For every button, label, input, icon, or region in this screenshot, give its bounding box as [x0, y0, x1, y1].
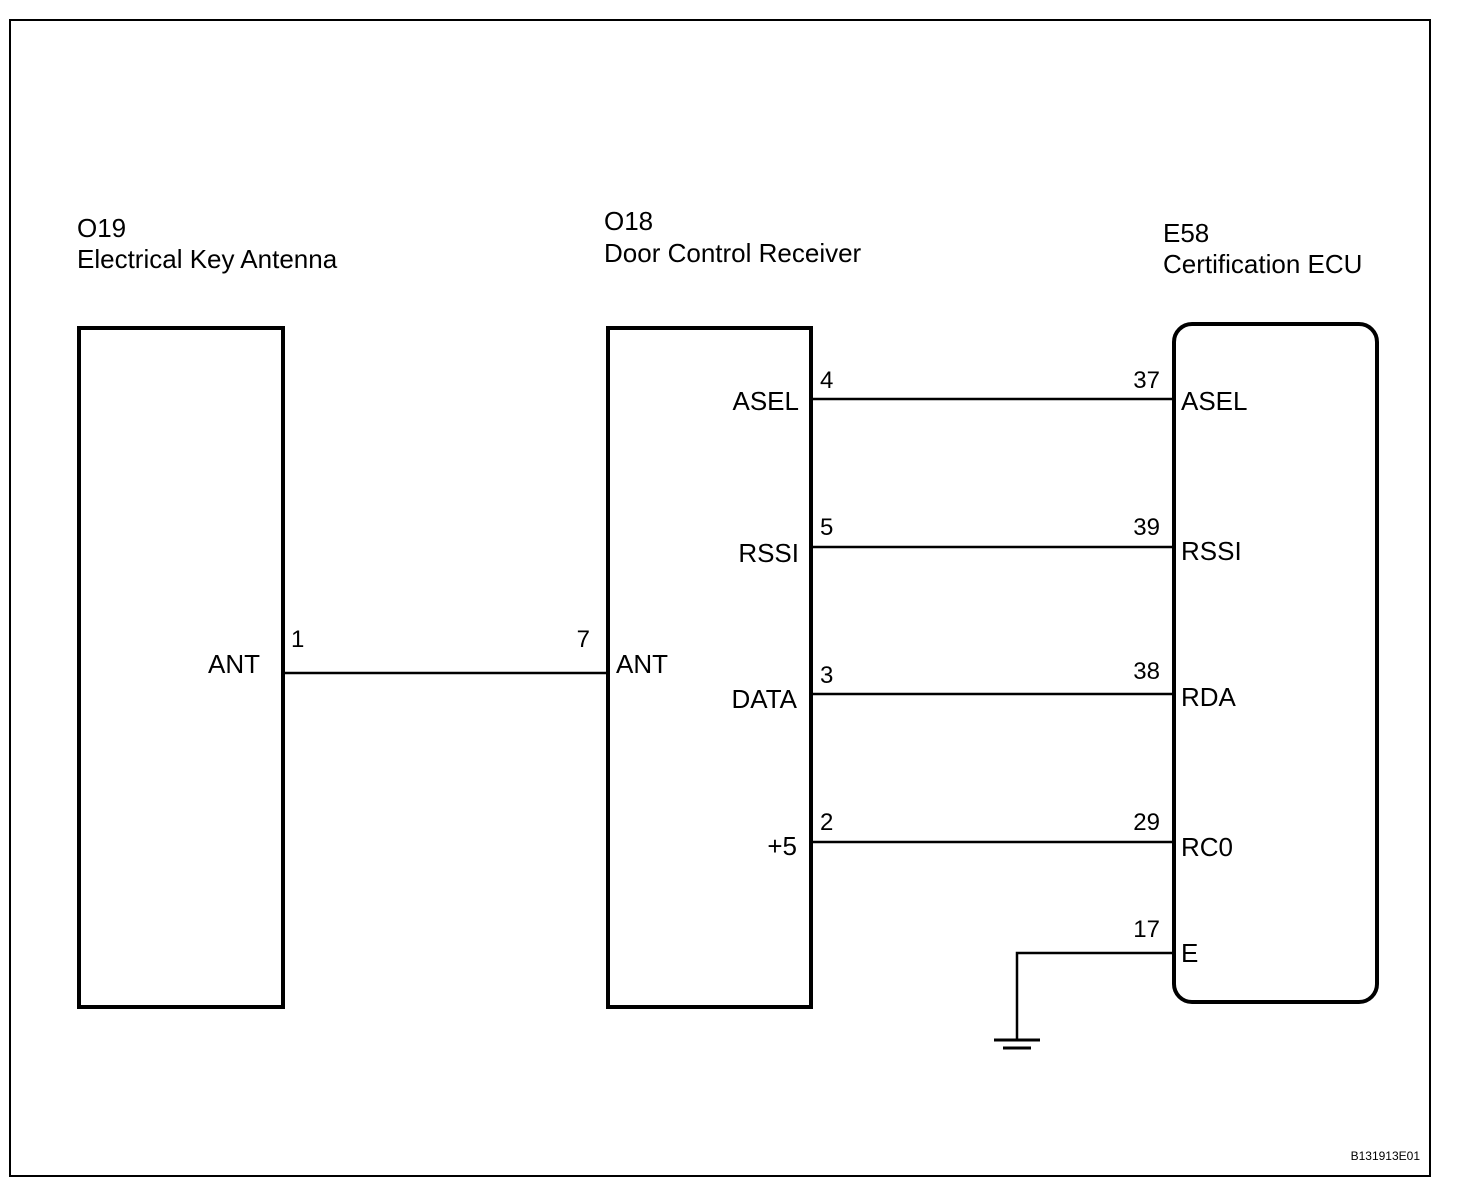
- ecu-pin-rssi-number: 39: [1133, 514, 1160, 541]
- receiver-pin-data-signal: DATA: [732, 684, 798, 714]
- receiver-pin-rssi-signal: RSSI: [738, 538, 799, 568]
- ecu-pin-e-signal: E: [1181, 938, 1198, 968]
- ecu-pin-rc0-signal: RC0: [1181, 832, 1233, 862]
- ecu-box: [1172, 322, 1379, 1004]
- ecu-pin-rda-signal: RDA: [1181, 682, 1237, 712]
- diagram-frame: [9, 19, 1431, 1177]
- ecu-name: Certification ECU: [1163, 249, 1362, 279]
- ecu-pin-rda-number: 38: [1133, 658, 1160, 685]
- ecu-pin-asel-number: 37: [1133, 367, 1160, 394]
- ecu-pin-rc0-number: 29: [1133, 809, 1160, 836]
- receiver-box: [606, 326, 813, 1009]
- wire-ground: [1015, 951, 1174, 1040]
- ecu-code: E58: [1163, 218, 1209, 248]
- ground-icon: [994, 1038, 1040, 1050]
- receiver-pin-rssi-number: 5: [820, 514, 833, 541]
- receiver-ant-pin-number: 7: [577, 626, 590, 653]
- antenna-code: O19: [77, 213, 126, 243]
- antenna-box: [77, 326, 285, 1009]
- antenna-name: Electrical Key Antenna: [77, 244, 338, 274]
- receiver-pin-5v-number: 2: [820, 809, 833, 836]
- ecu-pin-rssi-signal: RSSI: [1181, 536, 1242, 566]
- receiver-pin-asel-number: 4: [820, 367, 833, 394]
- receiver-ant-pin-signal: ANT: [616, 649, 668, 679]
- receiver-name: Door Control Receiver: [604, 238, 862, 268]
- ecu-pin-asel-signal: ASEL: [1181, 386, 1248, 416]
- figure-code: B131913E01: [1351, 1149, 1421, 1163]
- receiver-code: O18: [604, 206, 653, 236]
- receiver-pin-asel-signal: ASEL: [733, 386, 800, 416]
- ecu-pin-e-number: 17: [1133, 916, 1160, 943]
- antenna-pin-signal: ANT: [208, 649, 260, 679]
- receiver-pin-5v-signal: +5: [767, 831, 797, 861]
- antenna-pin-number: 1: [291, 626, 304, 653]
- receiver-pin-data-number: 3: [820, 662, 833, 689]
